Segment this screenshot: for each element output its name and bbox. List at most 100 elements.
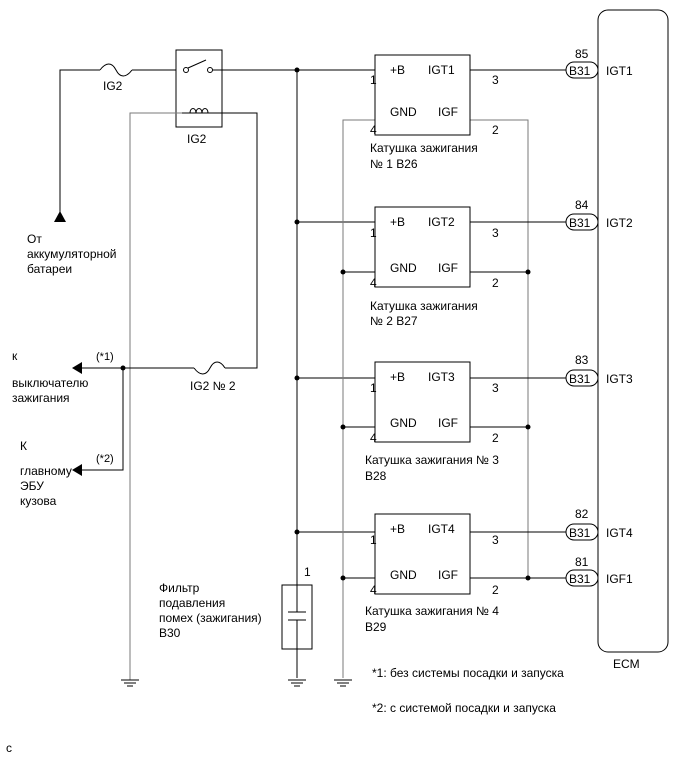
ground-icon [288, 679, 306, 687]
fuse-icon [193, 361, 226, 375]
diagram-label: +B [390, 522, 405, 536]
arrow-left-icon [72, 362, 82, 374]
diagram-label: 2 [492, 276, 499, 290]
arrow-left-icon [72, 464, 82, 476]
diagram-label: 4 [370, 431, 377, 445]
ground-icon [334, 679, 352, 687]
diagram-label: 1 [370, 226, 377, 240]
diagram-label: IGT1 [428, 63, 455, 77]
coil-1-caption-line2: № 1 B26 [370, 157, 418, 171]
diagram-label: 82 [575, 507, 589, 521]
diagram-label: 4 [370, 123, 377, 137]
body-ecu-line3: ЭБУ [20, 479, 44, 493]
corner-mark: c [6, 741, 12, 755]
diagram-label: 4 [370, 276, 377, 290]
diagram-label: B31 [569, 572, 591, 586]
coil-2-caption-line2: № 2 B27 [370, 314, 418, 328]
diagram-label: IGT2 [606, 216, 633, 230]
battery-label-line1: От [27, 232, 42, 246]
ignition-coil-1: +B IGT1 GND IGF 1 3 4 2 Катушка зажигани… [370, 54, 499, 171]
diagram-label: 1 [370, 381, 377, 395]
diagram-label: 2 [492, 123, 499, 137]
ecm-label: ECM [613, 657, 640, 671]
diagram-label: 85 [575, 47, 589, 61]
diagram-label: +B [390, 63, 405, 77]
coil-4-caption-line2: B29 [365, 620, 387, 634]
ignition-switch-marker: (*1) [96, 351, 114, 363]
diagram-label: 3 [492, 73, 499, 87]
filter-label-line4: B30 [159, 626, 181, 640]
diagram-label: IGF [438, 105, 458, 119]
diagram-label: 2 [492, 583, 499, 597]
battery-label-line2: аккумуляторной [27, 247, 117, 261]
battery-feed: От аккумуляторной батареи [27, 69, 117, 276]
ig2-no2-fuse-label: IG2 № 2 [190, 379, 236, 393]
diagram-label: IGT2 [428, 215, 455, 229]
ecm-pin-82: 82 B31 IGT4 [565, 507, 633, 541]
filter-label-line2: подавления [159, 596, 225, 610]
relay-coil-icon [189, 108, 209, 114]
ignition-switch-line3: зажигания [12, 391, 70, 405]
diagram-label: 1 [304, 565, 311, 579]
diagram-label: +B [390, 215, 405, 229]
ignition-coil-4: +B IGT4 GND IGF 1 3 4 2 Катушка зажигани… [365, 513, 499, 634]
noise-filter: 1 Фильтр подавления помех (зажигания) B3… [159, 565, 313, 678]
coil-3-caption-line1: Катушка зажигания № 3 [365, 453, 499, 467]
body-ecu-line2: главному [20, 464, 72, 478]
diagram-label: B31 [569, 526, 591, 540]
ecm-pin-84: 84 B31 IGT2 [565, 198, 633, 231]
coil-3-caption-line2: B28 [365, 469, 387, 483]
diagram-label: IGT3 [428, 370, 455, 384]
diagram-label: B31 [569, 216, 591, 230]
diagram-label: 2 [492, 431, 499, 445]
ecm-pin-85: 85 B31 IGT1 [565, 47, 633, 79]
ignition-switch-output: (*1) к выключателю зажигания [12, 349, 114, 405]
diagram-label: GND [390, 261, 417, 275]
ig2-fuse: IG2 [99, 63, 176, 93]
filter-label-line1: Фильтр [159, 581, 200, 595]
ecm-pin-83: 83 B31 IGT3 [565, 353, 633, 387]
ig2-no2-fuse: IG2 № 2 [80, 361, 236, 393]
relay-switch-icon [187, 59, 207, 69]
diagram-label: 3 [492, 381, 499, 395]
diagram-label: B31 [569, 64, 591, 78]
diagram-label: 1 [370, 73, 377, 87]
body-ecu-output: (*2) К главному ЭБУ кузова [20, 439, 114, 508]
diagram-label: IGT4 [428, 522, 455, 536]
diagram-label: 84 [575, 198, 589, 212]
diagram-label: 4 [370, 583, 377, 597]
body-ecu-line1: К [20, 439, 27, 453]
ignition-switch-line1: к [12, 349, 18, 363]
ignition-coil-2: +B IGT2 GND IGF 1 3 4 2 Катушка зажигани… [370, 206, 499, 328]
diagram-label: IGF [438, 261, 458, 275]
fuse-icon [99, 63, 133, 77]
footnote-2: *2: с системой посадки и запуска [372, 701, 556, 715]
ecm-unit: ECM [597, 9, 669, 671]
ignition-coil-3: +B IGT3 GND IGF 1 3 4 2 Катушка зажигани… [365, 361, 499, 483]
battery-label-line3: батареи [27, 262, 72, 276]
ignition-switch-line2: выключателю [12, 376, 88, 390]
footnote-1: *1: без системы посадки и запуска [372, 666, 564, 680]
body-ecu-marker: (*2) [96, 453, 114, 465]
ig2-relay: IG2 [175, 49, 300, 146]
diagram-label: IGF [438, 568, 458, 582]
diagram-label: 3 [492, 226, 499, 240]
coil-4-caption-line1: Катушка зажигания № 4 [365, 604, 499, 618]
diagram-label: IGT3 [606, 372, 633, 386]
filter-label-line3: помех (зажигания) [159, 611, 262, 625]
diagram-label: GND [390, 416, 417, 430]
relay-label: IG2 [187, 132, 207, 146]
diagram-label: 1 [370, 533, 377, 547]
diagram-label: B31 [569, 372, 591, 386]
diagram-label: 3 [492, 533, 499, 547]
diagram-label: IGF [438, 416, 458, 430]
diagram-label: 83 [575, 353, 589, 367]
diagram-label: +B [390, 370, 405, 384]
diagram-label: IGT1 [606, 64, 633, 78]
ig2-fuse-label: IG2 [103, 79, 123, 93]
diagram-label: GND [390, 568, 417, 582]
coil-1-caption-line1: Катушка зажигания [370, 141, 478, 155]
coil-2-caption-line1: Катушка зажигания [370, 299, 478, 313]
diagram-label: IGF1 [606, 572, 633, 586]
